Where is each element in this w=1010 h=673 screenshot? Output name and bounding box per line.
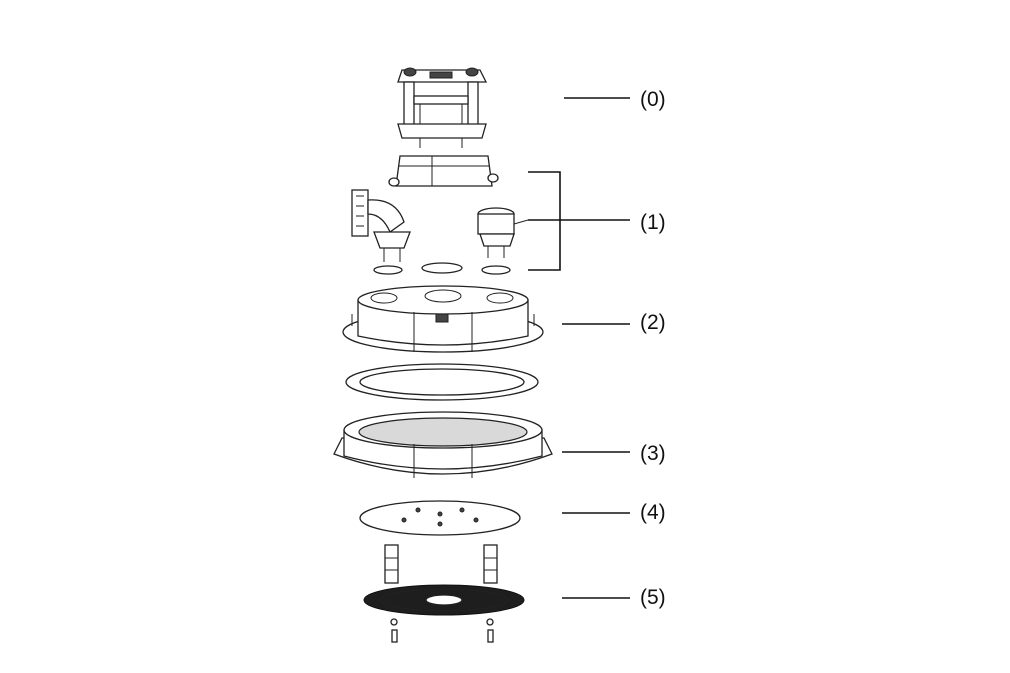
part-5-spacers — [384, 544, 498, 584]
part-2-housing-cover — [342, 285, 544, 353]
callout-label-1: (1) — [640, 211, 666, 234]
part-seal-ring — [345, 363, 539, 401]
part-4-mounting-plate — [359, 500, 521, 536]
part-5-base-plate — [363, 584, 525, 616]
part-1-right-connector — [477, 207, 529, 258]
part-1-gaskets — [373, 262, 511, 275]
callout-label-5: (5) — [640, 586, 666, 609]
leader-bracket-1 — [528, 171, 630, 271]
part-3-base-ring — [333, 411, 553, 478]
part-1-electronics-box — [388, 155, 499, 187]
part-1-left-connector — [351, 189, 411, 262]
callout-label-2: (2) — [640, 311, 666, 334]
part-5-screws — [390, 618, 494, 643]
callout-label-0: (0) — [640, 88, 666, 111]
part-0-mounting-frame — [397, 67, 488, 148]
callout-label-3: (3) — [640, 442, 666, 465]
callout-label-4: (4) — [640, 501, 666, 524]
